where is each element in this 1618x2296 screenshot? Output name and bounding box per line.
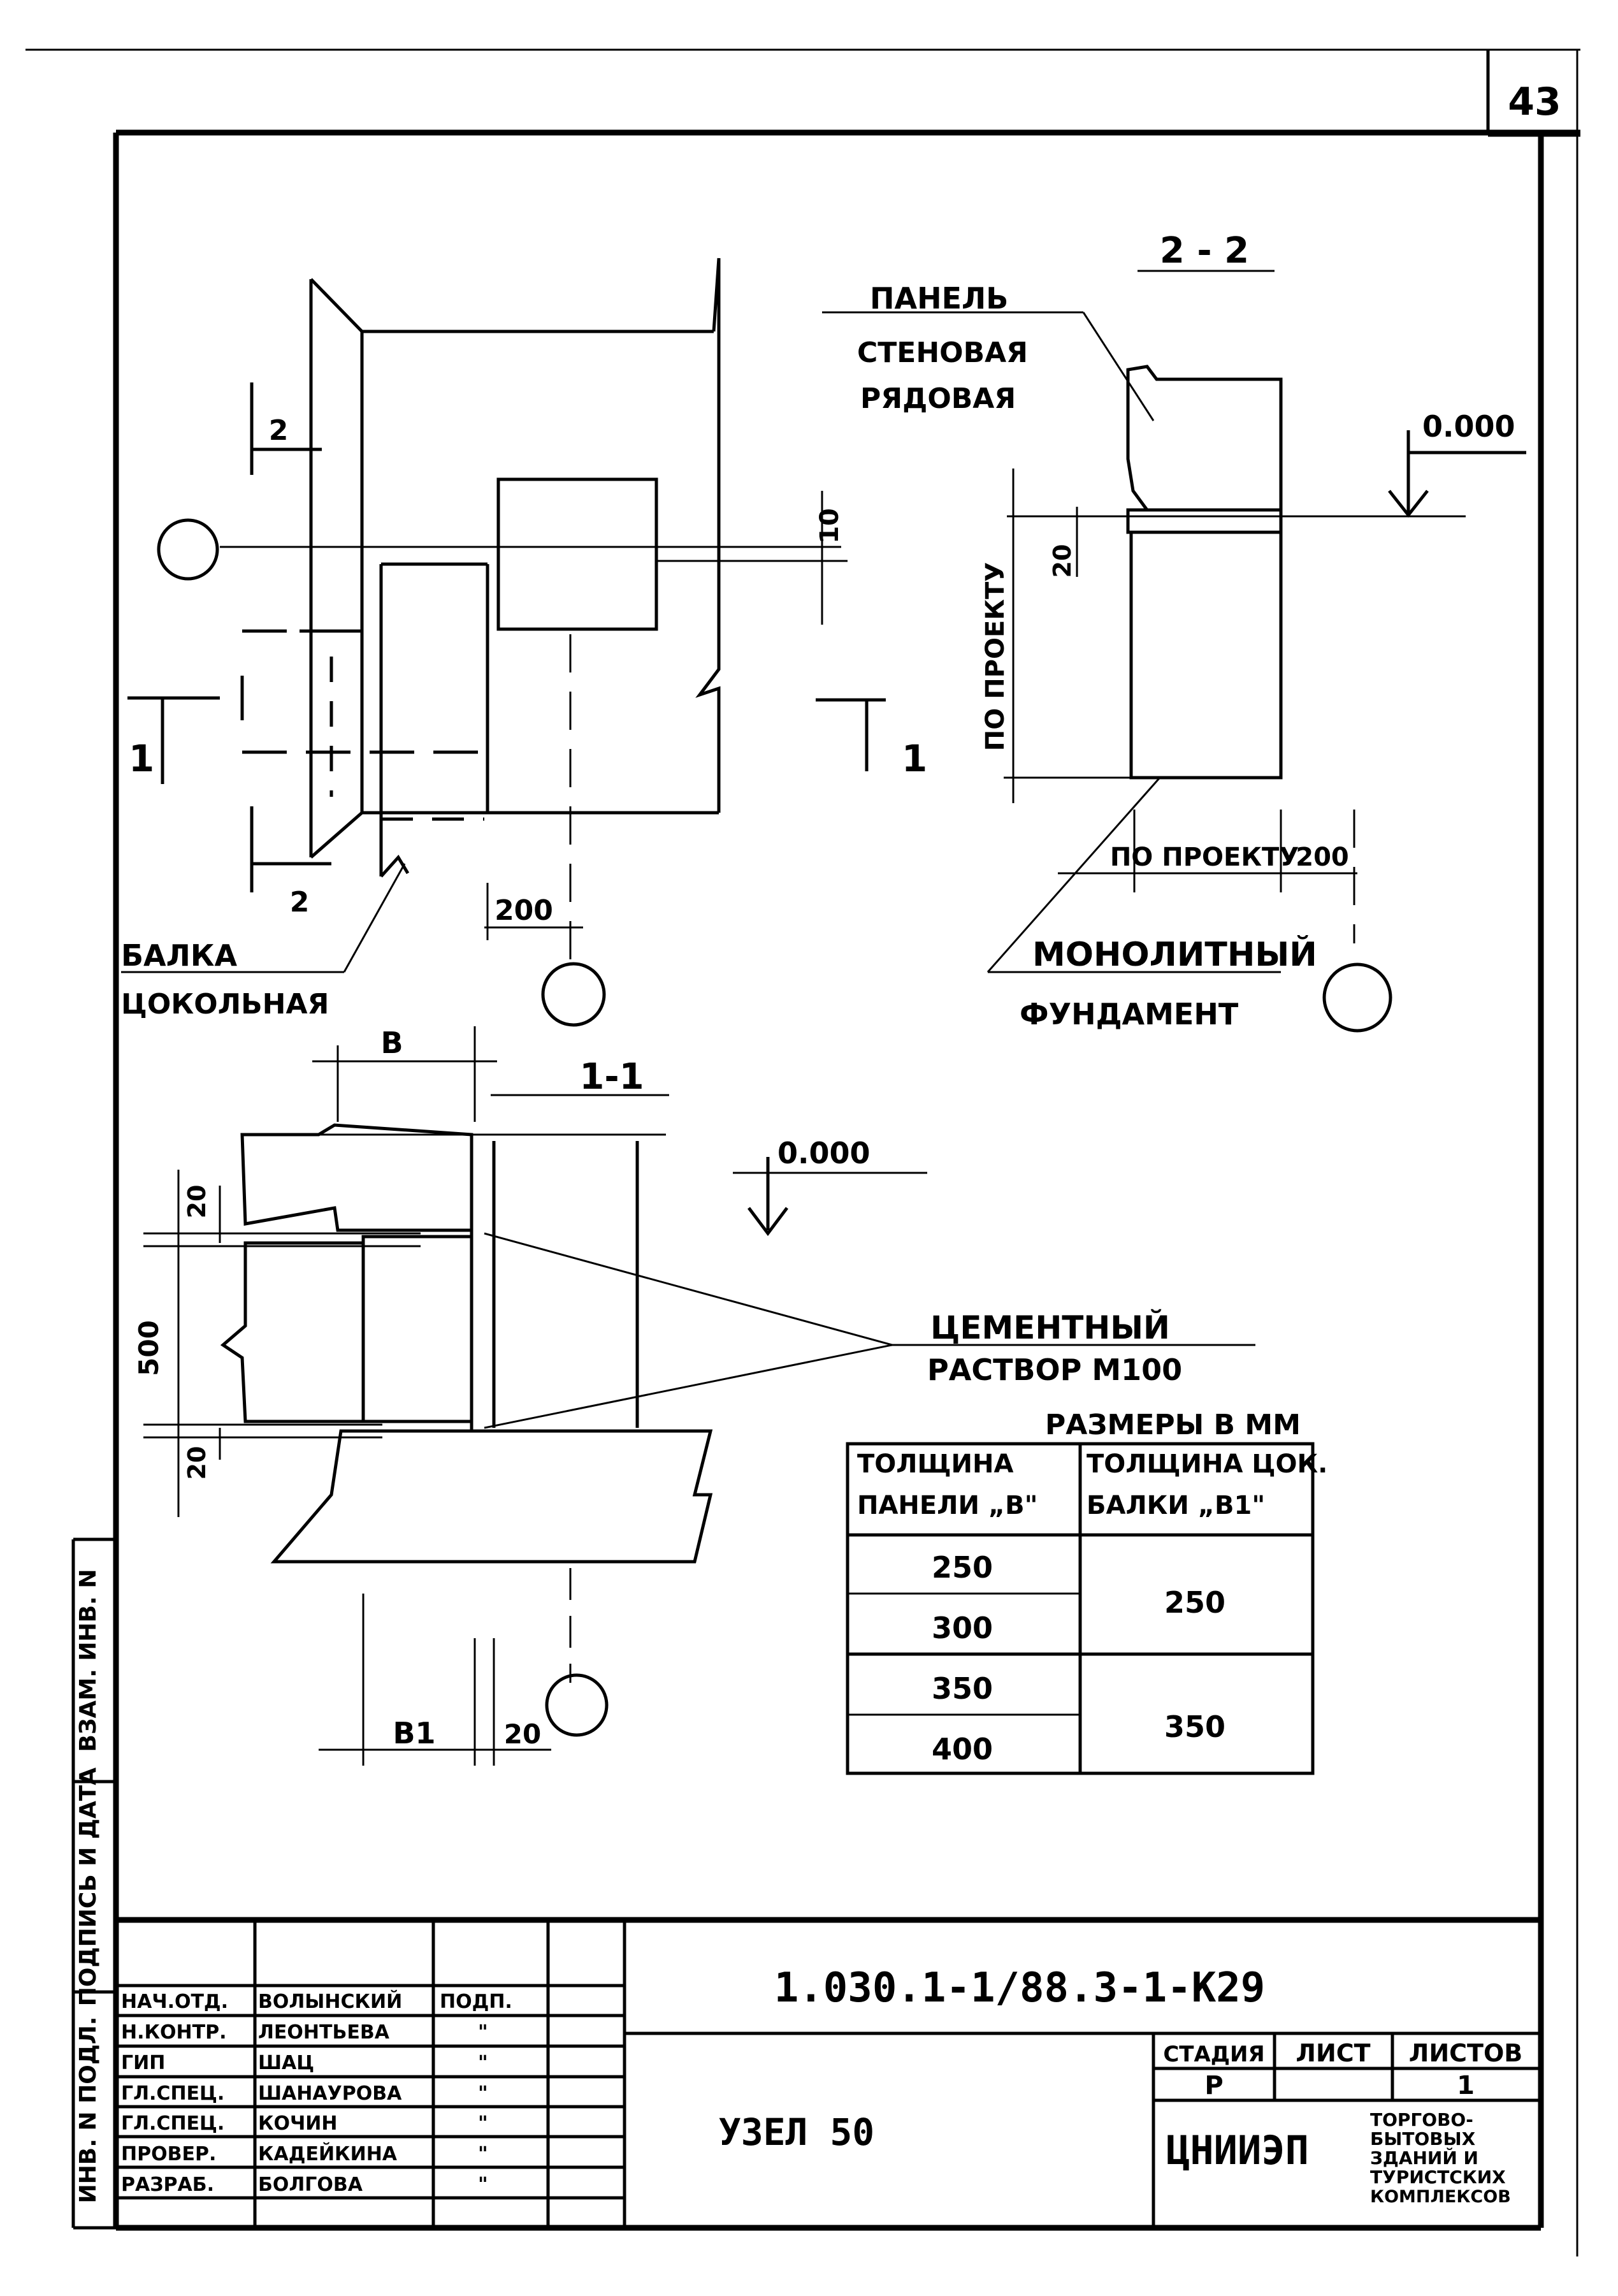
org-line3: ЗДАНИЙ И xyxy=(1370,2147,1478,2169)
side-stamp xyxy=(71,1537,116,2230)
foundation-label-line1: МОНОЛИТНЫЙ xyxy=(1032,935,1317,974)
signature-sign: " xyxy=(478,2112,488,2135)
table-panel-value: 350 xyxy=(932,1671,993,1706)
org-line1: ТОРГОВО- xyxy=(1370,2109,1473,2130)
panel-label-line3: РЯДОВАЯ xyxy=(860,382,1016,415)
beam-label-line2: ЦОКОЛЬНАЯ xyxy=(121,988,329,1021)
signature-role: НАЧ.ОТД. xyxy=(121,1991,228,2013)
sheet-number: 43 xyxy=(1508,80,1561,124)
foundation-label-line2: ФУНДАМЕНТ xyxy=(1020,997,1239,1031)
signature-name: ШАНАУРОВА xyxy=(258,2082,402,2105)
signature-role: ГЛ.СПЕЦ. xyxy=(121,2082,224,2105)
stage-value: Р xyxy=(1204,2071,1223,2100)
dim-by-project-vertical: ПО ПРОЕКТУ xyxy=(981,562,1010,751)
stamp-replaced-inv: ВЗАМ. ИНВ. N xyxy=(75,1569,101,1752)
sheet-frame xyxy=(25,48,1580,2256)
signature-sign: " xyxy=(478,2052,488,2074)
section-2-2 xyxy=(822,270,1526,1033)
sheet-header: ЛИСТ xyxy=(1296,2039,1370,2067)
table-beam-value: 350 xyxy=(1164,1710,1225,1744)
table-header-beam-line2: БАЛКИ „В1" xyxy=(1087,1491,1265,1520)
stamp-inv-original: ИНВ. N ПОДЛ. xyxy=(75,2017,101,2204)
signature-name: БОЛГОВА xyxy=(258,2174,363,2196)
node-name: УЗЕЛ 50 xyxy=(719,2111,874,2154)
signature-role: РАЗРАБ. xyxy=(121,2174,214,2196)
table-panel-value: 300 xyxy=(932,1611,993,1645)
stage-header: СТАДИЯ xyxy=(1163,2042,1264,2067)
signature-name: КАДЕЙКИНА xyxy=(258,2142,398,2165)
mortar-label-line2: РАСТВОР М100 xyxy=(927,1353,1182,1387)
signature-sign: " xyxy=(478,2174,488,2196)
org-logo: ЦНИИЭП xyxy=(1166,2127,1309,2174)
signature-role: Н.КОНТР. xyxy=(121,2021,226,2044)
org-line4: ТУРИСТСКИХ xyxy=(1370,2167,1506,2188)
signature-sign: " xyxy=(478,2082,488,2105)
sheets-value: 1 xyxy=(1457,2071,1475,2100)
table-panel-value: 400 xyxy=(932,1732,993,1766)
dim-b1: B1 xyxy=(393,1716,435,1750)
section-1-left-mark: 1 xyxy=(129,737,154,780)
beam-label-line1: БАЛКА xyxy=(121,938,237,973)
dim-200-plan: 200 xyxy=(495,894,553,927)
level-2-2: 0.000 xyxy=(1422,409,1515,444)
panel-label-line1: ПАНЕЛЬ xyxy=(870,281,1008,316)
table-beam-value: 250 xyxy=(1164,1585,1225,1620)
drawing-designation: 1.030.1-1/88.3-1-К29 xyxy=(774,1965,1266,2012)
signature-role: ПРОВЕР. xyxy=(121,2143,216,2165)
dim-20-2-2: 20 xyxy=(1048,544,1076,578)
dimensions-table xyxy=(846,1442,1315,1775)
org-line2: БЫТОВЫХ xyxy=(1370,2128,1476,2149)
dim-10: 10 xyxy=(815,508,844,544)
dim-20-bottom: 20 xyxy=(183,1446,211,1480)
table-header-panel-line2: ПАНЕЛИ „В" xyxy=(857,1491,1037,1520)
org-line5: КОМПЛЕКСОВ xyxy=(1370,2187,1511,2207)
signature-role: ГЛ.СПЕЦ. xyxy=(121,2112,224,2135)
signature-name: ЛЕОНТЬЕВА xyxy=(258,2021,390,2044)
section-1-right-mark: 1 xyxy=(902,737,927,780)
signature-name: КОЧИН xyxy=(258,2112,337,2135)
plan-view xyxy=(121,258,886,1027)
level-1-1: 0.000 xyxy=(777,1136,870,1170)
section-1-1-title: 1-1 xyxy=(579,1056,644,1098)
dim-20-right: 20 xyxy=(504,1718,541,1750)
stamp-signature-date: ПОДПИСЬ И ДАТА xyxy=(75,1768,101,2007)
table-header-panel-line1: ТОЛЩИНА xyxy=(857,1450,1013,1479)
signature-sign: ПОДП. xyxy=(440,1991,512,2013)
signature-role: ГИП xyxy=(121,2052,165,2074)
sheets-header: ЛИСТОВ xyxy=(1409,2039,1522,2067)
section-2-bottom-mark: 2 xyxy=(290,886,310,919)
title-block xyxy=(116,1917,1541,2228)
dim-by-project-horizontal: ПО ПРОЕКТУ xyxy=(1110,843,1299,872)
dim-b: B xyxy=(380,1026,403,1060)
section-2-top-mark: 2 xyxy=(269,414,289,447)
signature-sign: " xyxy=(478,2021,488,2044)
section-2-2-title: 2 - 2 xyxy=(1160,230,1249,272)
signature-sign: " xyxy=(478,2143,488,2165)
table-header-beam-line1: ТОЛЩИНА ЦОК. xyxy=(1087,1450,1327,1479)
dim-20-top: 20 xyxy=(183,1185,211,1219)
mortar-label-line1: ЦЕМЕНТНЫЙ xyxy=(930,1309,1170,1346)
signature-name: ШАЦ xyxy=(258,2052,314,2074)
table-panel-value: 250 xyxy=(932,1550,993,1585)
section-1-1 xyxy=(143,1026,1255,1766)
dim-500: 500 xyxy=(133,1320,164,1376)
table-caption: РАЗМЕРЫ В ММ xyxy=(1045,1409,1301,1441)
signature-name: ВОЛЫНСКИЙ xyxy=(258,1990,402,2013)
panel-label-line2: СТЕНОВАЯ xyxy=(857,337,1028,369)
dim-200-2-2: 200 xyxy=(1296,843,1349,872)
